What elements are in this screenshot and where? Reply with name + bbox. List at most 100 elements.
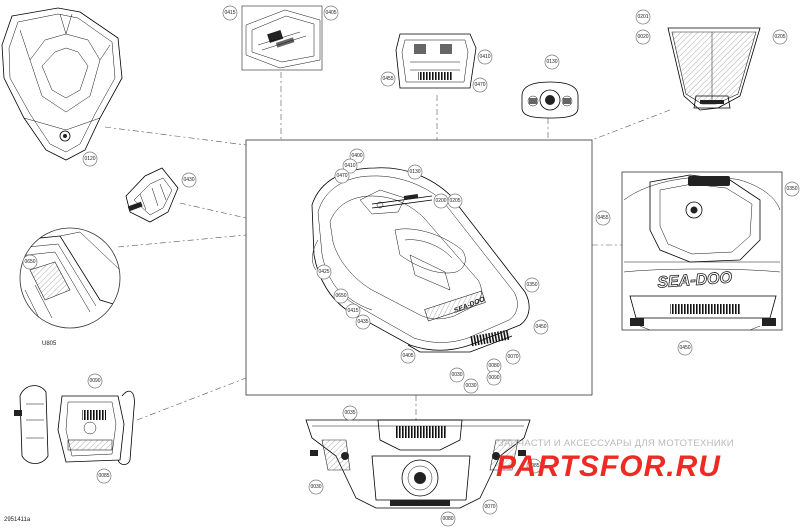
callout-0455-right: 0455 — [595, 210, 611, 226]
svg-text:0410: 0410 — [344, 163, 355, 169]
hood-front-view — [1, 7, 123, 161]
callout-0030-b: 0030 — [463, 378, 479, 394]
callout-0430: 0430 — [181, 172, 197, 188]
callout-group: 0415 0405 0410 0455 0470 0130 0201 0020 … — [22, 5, 800, 527]
callout-0020: 0020 — [635, 29, 651, 45]
svg-text:0090: 0090 — [89, 378, 100, 384]
callout-0470-top: 0470 — [472, 77, 488, 93]
diagram-id: 2951411a — [4, 517, 31, 523]
svg-text:0405: 0405 — [325, 10, 336, 16]
callout-0350-right: 0350 — [784, 181, 800, 197]
callout-0405-mid: 0405 — [400, 348, 416, 364]
svg-text:0070: 0070 — [507, 354, 518, 360]
svg-text:0130: 0130 — [546, 59, 557, 65]
callout-0415-mid: 0415 — [345, 303, 361, 319]
svg-text:0455: 0455 — [597, 215, 608, 221]
svg-text:0205: 0205 — [774, 34, 785, 40]
watercraft-main-view: SEA-DOO — [311, 167, 530, 353]
svg-text:0030: 0030 — [465, 383, 476, 389]
callout-0090-mid: 0090 — [486, 370, 502, 386]
svg-text:0435: 0435 — [357, 319, 368, 325]
rear-panel-brand-logo: SEA-DOO — [657, 269, 733, 291]
svg-text:0430: 0430 — [183, 177, 194, 183]
callout-0650-mid: 0650 — [333, 288, 349, 304]
svg-text:0650: 0650 — [335, 293, 346, 299]
svg-text:0020: 0020 — [637, 34, 648, 40]
callout-0450-right: 0450 — [677, 340, 693, 356]
callout-0405-top: 0405 — [323, 5, 339, 21]
svg-text:0201: 0201 — [637, 14, 648, 20]
svg-text:0415: 0415 — [224, 10, 235, 16]
rear-deck-closeup: SEA-DOO — [623, 174, 781, 331]
callout-0030-bot: 0030 — [308, 479, 324, 495]
svg-text:0400: 0400 — [351, 153, 362, 159]
svg-text:0030: 0030 — [451, 372, 462, 378]
callout-0035: 0035 — [342, 405, 358, 421]
storage-compartment-view — [245, 9, 321, 69]
callout-0470-mid: 0470 — [334, 168, 350, 184]
svg-text:0120: 0120 — [84, 156, 95, 162]
rear-assembly-view — [14, 385, 135, 465]
callout-0130-top: 0130 — [544, 54, 560, 70]
callout-0400: 0400 — [349, 148, 365, 164]
callout-0410-top: 0410 — [477, 49, 493, 65]
callout-0030-mid: 0030 — [449, 367, 465, 383]
detail-circle-view — [19, 227, 121, 329]
central-view-frame — [245, 139, 593, 396]
callout-0455-top: 0455 — [380, 71, 396, 87]
callout-0070-mid: 0070 — [505, 349, 521, 365]
frame-seat-view — [241, 5, 323, 71]
gauge-cluster-view — [521, 81, 579, 119]
svg-text:0410: 0410 — [479, 54, 490, 60]
svg-text:0090: 0090 — [488, 375, 499, 381]
svg-text:0205: 0205 — [449, 198, 460, 204]
callout-0120: 0120 — [82, 151, 98, 167]
rear-deck-frame — [621, 171, 783, 331]
glovebox-view — [395, 33, 477, 89]
svg-text:0200: 0200 — [435, 198, 446, 204]
svg-text:0080: 0080 — [442, 516, 453, 522]
svg-text:0470: 0470 — [474, 82, 485, 88]
bracket-part-view — [125, 167, 179, 223]
callout-0435: 0435 — [355, 314, 371, 330]
svg-text:0350: 0350 — [526, 282, 537, 288]
watermark-logo: PARTSFOR.RU — [496, 450, 721, 483]
callout-0080-bot: 0080 — [440, 511, 456, 527]
svg-text:0350: 0350 — [786, 186, 797, 192]
callout-0415: 0415 — [222, 5, 238, 21]
storage-cover-view — [667, 27, 761, 111]
callout-0205-top: 0205 — [772, 29, 788, 45]
svg-text:0085: 0085 — [98, 473, 109, 479]
watermark-tagline: ЗАПЧАСТИ И АКСЕССУАРЫ ДЛЯ МОТОТЕХНИКИ — [498, 438, 734, 449]
callout-0085-bot: 0085 — [526, 458, 542, 474]
callout-0200: 0200 — [433, 193, 449, 209]
transom-rear-view — [305, 419, 531, 509]
svg-text:0080: 0080 — [488, 363, 499, 369]
callout-0425: 0425 — [316, 264, 332, 280]
svg-text:0085: 0085 — [528, 463, 539, 469]
svg-text:0035: 0035 — [344, 410, 355, 416]
callout-0130-mid: 0130 — [407, 164, 423, 180]
callout-0650-left: 0650 — [22, 254, 38, 270]
svg-text:0455: 0455 — [382, 76, 393, 82]
svg-text:0130: 0130 — [409, 169, 420, 175]
svg-text:0070: 0070 — [484, 504, 495, 510]
svg-text:0450: 0450 — [535, 324, 546, 330]
svg-text:0030: 0030 — [310, 484, 321, 490]
callout-0205-mid: 0205 — [447, 193, 463, 209]
svg-text:0470: 0470 — [336, 173, 347, 179]
callout-0350-mid: 0350 — [524, 277, 540, 293]
callout-0410-mid: 0410 — [342, 158, 358, 174]
leader-lines — [104, 72, 671, 421]
detail-label: U805 — [42, 341, 57, 347]
callout-0090-left: 0090 — [87, 373, 103, 389]
callout-0070-bot: 0070 — [482, 499, 498, 515]
svg-text:0650: 0650 — [24, 259, 35, 265]
svg-text:0405: 0405 — [402, 353, 413, 359]
svg-text:0415: 0415 — [347, 308, 358, 314]
callout-0201: 0201 — [635, 9, 651, 25]
callout-0450-mid: 0450 — [533, 319, 549, 335]
svg-text:0450: 0450 — [679, 345, 690, 351]
callout-0085: 0085 — [96, 468, 112, 484]
